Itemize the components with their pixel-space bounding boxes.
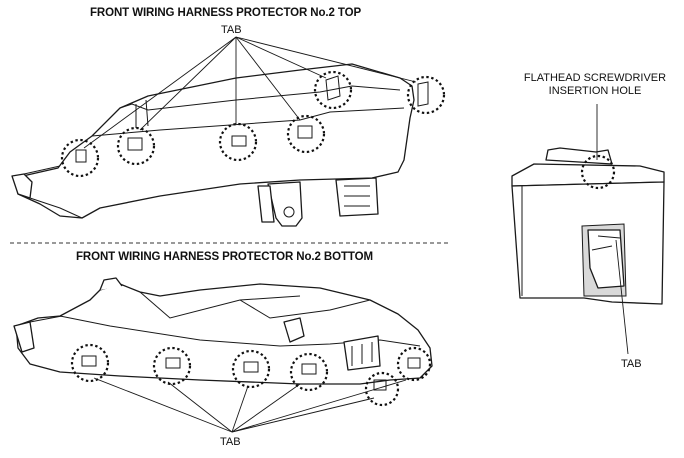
screwdriver-hole-callout: FLATHEAD SCREWDRIVER INSERTION HOLE	[515, 72, 675, 98]
bottom-view-title: FRONT WIRING HARNESS PROTECTOR No.2 BOTT…	[76, 251, 373, 263]
detail-view-drawing	[511, 147, 665, 305]
top-tab-label: TAB	[221, 24, 242, 36]
callout-line-2: INSERTION HOLE	[548, 85, 642, 97]
bottom-tab-circle-6	[396, 346, 432, 382]
top-tab-circle-4	[286, 114, 326, 154]
top-protector-drawing	[11, 63, 429, 227]
bottom-tab-label: TAB	[220, 436, 241, 448]
bottom-tab-leaders	[93, 377, 407, 433]
bottom-protector-drawing	[13, 277, 433, 391]
bottom-tab-circle-4	[289, 352, 329, 392]
bottom-tab-circle-5	[364, 371, 400, 407]
bottom-tab-circle-1	[70, 343, 110, 383]
bottom-tab-circle-2	[152, 346, 192, 386]
top-tab-circle-5	[313, 70, 353, 110]
top-tab-circle-3	[218, 122, 258, 162]
top-tab-circle-2	[116, 126, 156, 166]
detail-tab-leader	[615, 239, 629, 355]
top-tab-circle-6	[406, 75, 446, 115]
callout-line-1: FLATHEAD SCREWDRIVER	[523, 72, 667, 84]
detail-tab-label: TAB	[621, 358, 642, 370]
screwdriver-hole-circle	[580, 154, 616, 190]
top-view-title: FRONT WIRING HARNESS PROTECTOR No.2 TOP	[90, 7, 362, 19]
bottom-tab-circle-3	[231, 349, 271, 389]
top-tab-circle-1	[60, 138, 100, 178]
top-tab-leaders	[83, 36, 417, 149]
